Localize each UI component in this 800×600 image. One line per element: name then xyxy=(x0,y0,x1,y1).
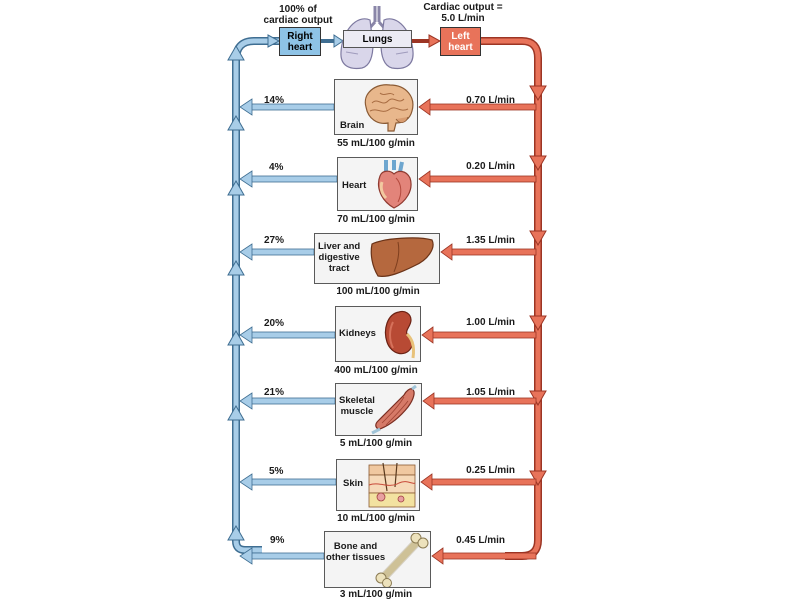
venous-branch-arrow-1 xyxy=(239,170,253,188)
heart-percent: 4% xyxy=(269,162,284,173)
arterial-branch-arrow-4 xyxy=(422,392,435,410)
arterial-branch-arrow-1 xyxy=(418,170,431,188)
muscle-percent: 21% xyxy=(264,387,285,398)
venous-branch-arrow-4 xyxy=(239,392,253,410)
venous-up-arrow xyxy=(227,259,245,276)
heart-flow: 0.20 L/min xyxy=(466,161,515,172)
left-heart-box: Left heart xyxy=(440,27,481,56)
venous-trunk xyxy=(233,38,279,553)
bone-rate: 3 mL/100 g/min xyxy=(339,589,413,600)
lungs-box: Lungs xyxy=(343,30,412,48)
skin-flow: 0.25 L/min xyxy=(466,465,515,476)
arterial-down-arrow xyxy=(529,315,547,332)
heart-rate: 70 mL/100 g/min xyxy=(337,214,415,225)
brain-rate: 55 mL/100 g/min xyxy=(337,138,415,149)
venous-up-arrow xyxy=(227,404,245,421)
liver-flow: 1.35 L/min xyxy=(466,235,515,246)
heart-icon xyxy=(372,158,416,210)
trunk-to-right-heart-arrow xyxy=(267,34,281,48)
arterial-down-arrow xyxy=(529,85,547,102)
muscle-flow: 1.05 L/min xyxy=(466,387,515,398)
kidney-icon xyxy=(381,308,419,360)
cardiac-output-percent-label: 100% of cardiac output xyxy=(263,4,333,26)
arterial-branch-2 xyxy=(449,248,537,256)
venous-up-arrow xyxy=(227,329,245,346)
arterial-branch-arrow-6 xyxy=(431,547,444,565)
venous-up-arrow xyxy=(227,114,245,131)
brain-icon xyxy=(360,81,416,133)
skin-label: Skin xyxy=(343,478,364,489)
muscle-icon xyxy=(368,384,420,435)
skin-icon xyxy=(367,461,417,509)
arterial-branch-6 xyxy=(440,552,537,560)
venous-branch-arrow-5 xyxy=(239,473,253,491)
venous-branch-arrow-0 xyxy=(239,98,253,116)
kidneys-flow: 1.00 L/min xyxy=(466,317,515,328)
venous-branch-6 xyxy=(249,552,325,560)
brain-flow: 0.70 L/min xyxy=(466,95,515,106)
arterial-branch-arrow-2 xyxy=(440,243,453,261)
venous-branch-1 xyxy=(249,175,338,183)
arterial-branch-arrow-3 xyxy=(421,326,434,344)
bone-flow: 0.45 L/min xyxy=(456,535,505,546)
venous-up-arrow xyxy=(227,179,245,196)
arterial-branch-1 xyxy=(427,175,537,183)
arterial-branch-4 xyxy=(431,397,537,405)
muscle-label: Skeletal muscle xyxy=(339,395,375,417)
venous-up-arrow xyxy=(227,44,245,61)
liver-label: Liver and digestive tract xyxy=(318,241,361,274)
heart-label: Heart xyxy=(342,180,367,191)
venous-branch-4 xyxy=(249,397,336,405)
lungs-to-left-heart-arrow xyxy=(428,34,442,48)
arterial-branch-arrow-5 xyxy=(420,473,433,491)
skin-percent: 5% xyxy=(269,466,284,477)
liver-icon xyxy=(368,236,436,280)
brain-label: Brain xyxy=(340,120,365,131)
arterial-down-arrow xyxy=(529,155,547,172)
kidneys-rate: 400 mL/100 g/min xyxy=(334,365,418,376)
liver-rate: 100 mL/100 g/min xyxy=(336,286,420,297)
venous-branch-arrow-2 xyxy=(239,243,253,261)
bone-icon xyxy=(372,532,430,588)
arterial-down-arrow xyxy=(529,230,547,247)
venous-up-arrow xyxy=(227,524,245,541)
kidneys-percent: 20% xyxy=(264,318,285,329)
kidneys-label: Kidneys xyxy=(339,328,376,339)
right-heart-box: Right heart xyxy=(279,27,321,56)
right-heart-to-lungs-arrow xyxy=(333,34,344,48)
venous-branch-arrow-6 xyxy=(239,547,253,565)
liver-percent: 27% xyxy=(264,235,285,246)
cardiac-output-total-label: Cardiac output = 5.0 L/min xyxy=(423,2,503,24)
venous-branch-3 xyxy=(249,331,336,339)
arterial-down-arrow xyxy=(529,470,547,487)
venous-branch-0 xyxy=(249,103,335,111)
arterial-branch-5 xyxy=(429,478,537,486)
arterial-branch-3 xyxy=(430,331,537,339)
skin-rate: 10 mL/100 g/min xyxy=(337,513,415,524)
venous-branch-5 xyxy=(249,478,337,486)
muscle-rate: 5 mL/100 g/min xyxy=(339,438,413,449)
bone-percent: 9% xyxy=(270,535,285,546)
brain-percent: 14% xyxy=(264,95,285,106)
arterial-branch-arrow-0 xyxy=(418,98,431,116)
bone-label: Bone and other tissues xyxy=(326,541,386,563)
venous-branch-arrow-3 xyxy=(239,326,253,344)
venous-branch-2 xyxy=(249,248,315,256)
